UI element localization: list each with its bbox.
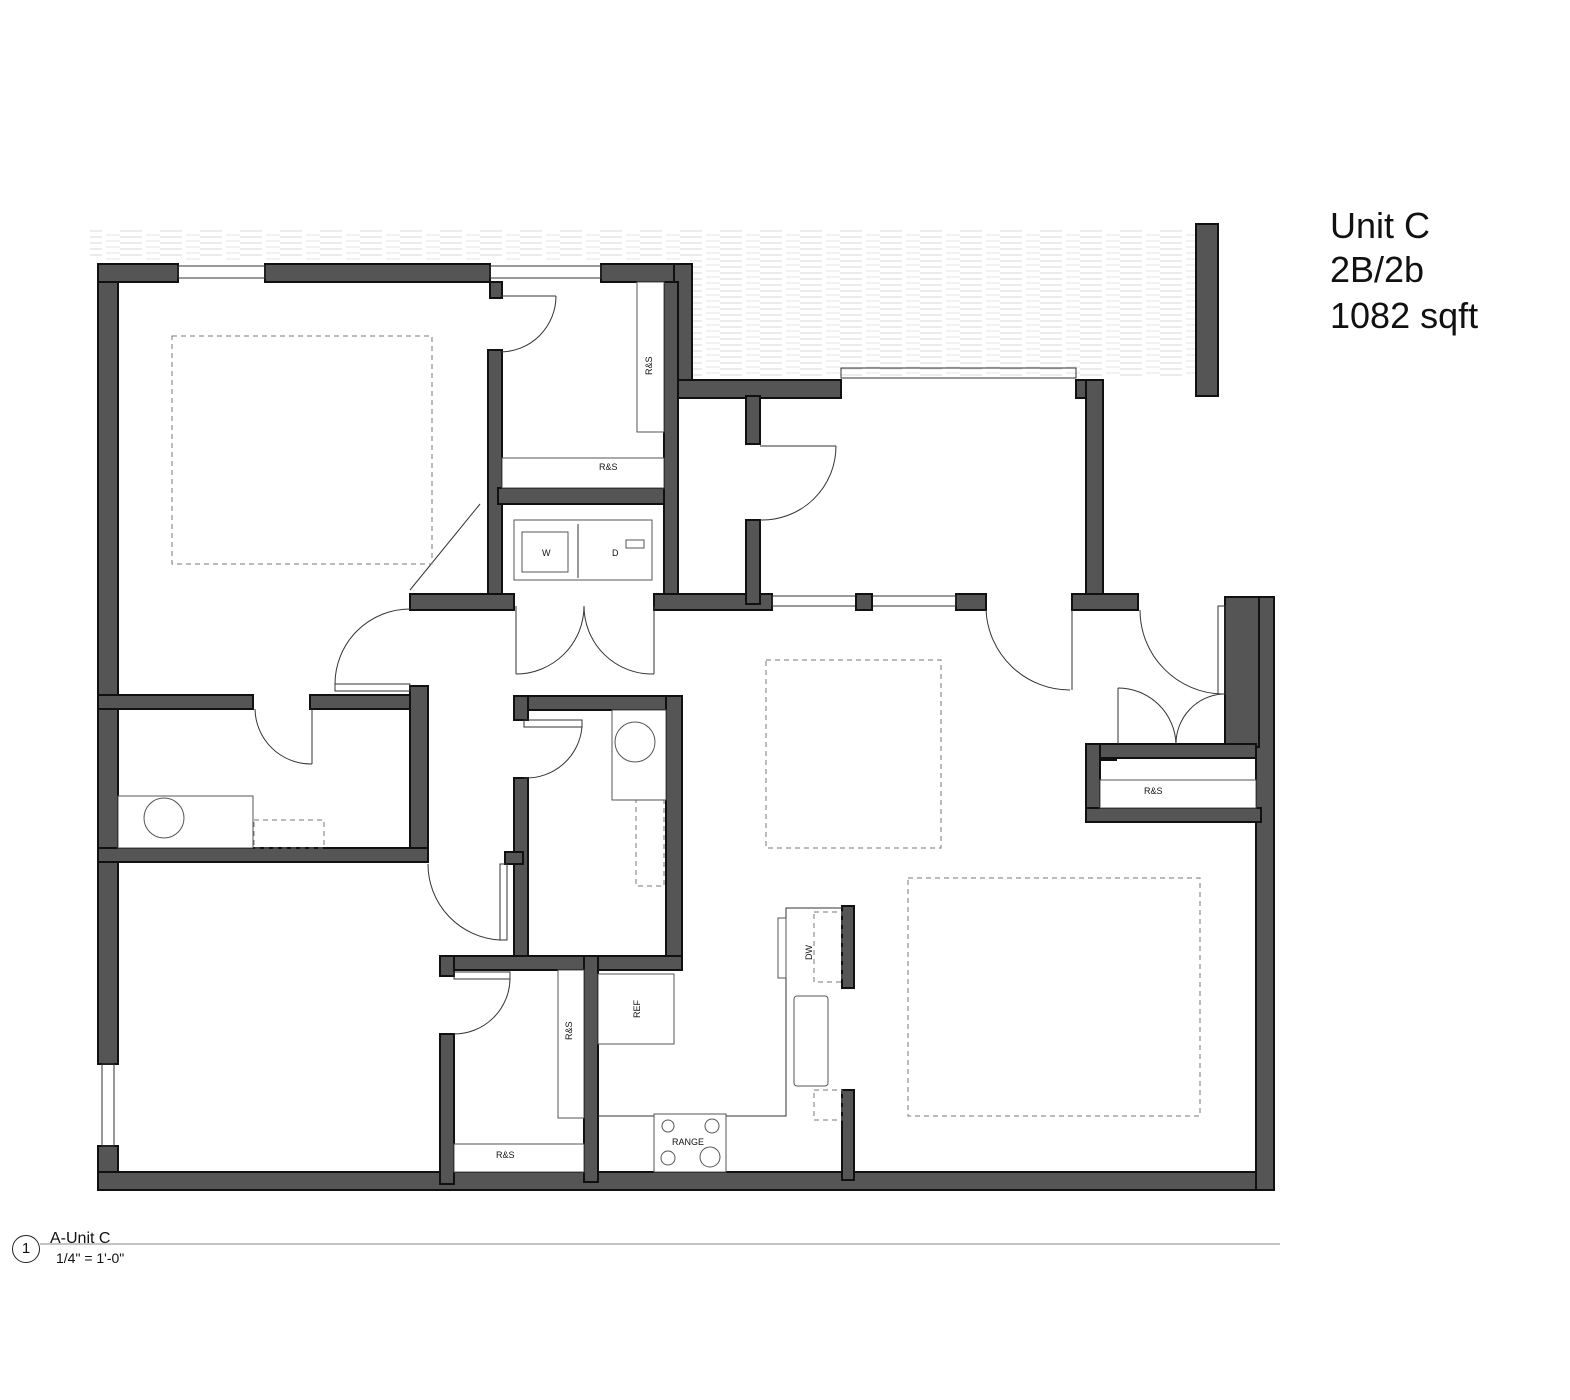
closet-label-3: R&S: [496, 1150, 515, 1160]
range-label: RANGE: [672, 1137, 704, 1147]
view-number: 1: [12, 1235, 40, 1263]
view-scale: 1/4" = 1'-0": [56, 1250, 125, 1266]
dishwasher-label: DW: [804, 945, 814, 960]
refrigerator: [597, 973, 675, 1045]
closet-label-4: R&S: [564, 1021, 574, 1040]
closet-label-5: R&S: [1144, 786, 1163, 796]
closet-label-2: R&S: [599, 462, 618, 472]
windows: [101, 265, 1077, 1147]
unit-area: 1082 sqft: [1330, 295, 1479, 336]
refrigerator-label: REF: [632, 999, 642, 1018]
view-name: A-Unit C: [50, 1230, 111, 1247]
furniture-outlines: [171, 335, 1201, 1121]
balcony-deck: [90, 230, 1200, 378]
dryer-label: D: [612, 548, 619, 558]
doors: [254, 295, 1226, 1035]
walls: [97, 223, 1275, 1191]
washer-label: W: [542, 548, 551, 558]
unit-type: 2B/2b: [1330, 249, 1425, 290]
fixtures: R&S R&S W D R&S R&S REF DW RANGE: [117, 281, 1257, 1173]
washer: [521, 531, 569, 573]
closet-label-1: R&S: [644, 356, 654, 375]
unit-name: Unit C: [1330, 205, 1431, 246]
